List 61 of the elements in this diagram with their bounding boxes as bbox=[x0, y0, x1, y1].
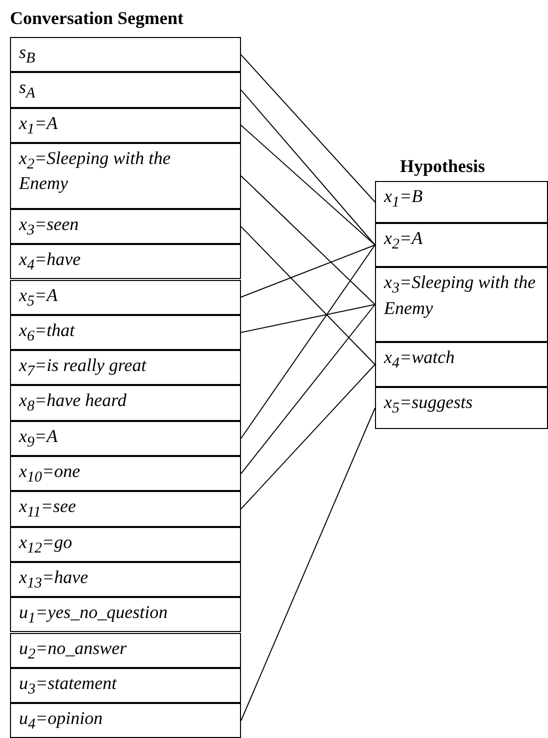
cell-text: x$_{12}$=go bbox=[19, 532, 72, 558]
cell-text: x$_{7}$=is really great bbox=[19, 355, 146, 381]
table-cell bbox=[10, 491, 241, 527]
cell-text: x$_{10}$=one bbox=[19, 461, 80, 487]
connector-line bbox=[240, 244, 376, 298]
connector-line bbox=[240, 54, 376, 202]
cell-text: x$_{3}$=seen bbox=[19, 214, 79, 240]
cell-text: u$_{2}$=no_answer bbox=[19, 638, 127, 664]
table-heading: Hypothesis bbox=[400, 156, 486, 177]
connector-line bbox=[240, 304, 376, 333]
table-cell bbox=[10, 703, 241, 738]
cell-text: x$_{6}$=that bbox=[19, 320, 75, 346]
cell-text: u$_{1}$=yes_no_question bbox=[19, 602, 168, 628]
table-cell bbox=[10, 72, 241, 108]
cell-text: x$_{9}$=A bbox=[19, 426, 58, 452]
table-cell bbox=[10, 456, 241, 492]
connector-line bbox=[240, 364, 376, 510]
connector-line bbox=[240, 175, 376, 305]
table-cell bbox=[10, 420, 241, 456]
connector-line bbox=[240, 304, 376, 474]
connector-line bbox=[240, 124, 376, 246]
table-cell bbox=[10, 280, 241, 315]
connector-line bbox=[240, 244, 376, 439]
table-cell bbox=[375, 342, 548, 387]
table-cell bbox=[10, 314, 241, 350]
cell-text: x$_{1}$=A bbox=[19, 112, 58, 138]
table-cell bbox=[10, 597, 241, 632]
cell-text: x$_{2}$=Sleeping with the Enemy bbox=[19, 148, 172, 196]
cell-text: x$_{4}$=watch bbox=[384, 347, 455, 373]
connector-line bbox=[240, 226, 376, 365]
table-cell bbox=[10, 385, 241, 421]
cell-text: u$_{4}$=opinion bbox=[19, 708, 103, 734]
table-cell bbox=[10, 37, 241, 72]
table-cell bbox=[375, 223, 548, 267]
table-cell bbox=[10, 142, 241, 209]
cell-text: x$_{13}$=have bbox=[19, 566, 88, 592]
table-cell bbox=[375, 181, 548, 223]
cell-text: x$_{2}$=A bbox=[384, 228, 423, 254]
table-heading: Conversation Segment bbox=[10, 8, 184, 29]
table-cell bbox=[10, 244, 241, 280]
table-cell bbox=[10, 208, 241, 244]
cell-text: x$_{1}$=B bbox=[384, 186, 423, 212]
connector-line bbox=[240, 89, 376, 246]
cell-text: x$_{5}$=suggests bbox=[384, 392, 473, 418]
table-cell bbox=[10, 108, 241, 143]
table-cell bbox=[375, 267, 548, 342]
table-cell bbox=[10, 350, 241, 386]
cell-text: u$_{3}$=statement bbox=[19, 672, 117, 698]
cell-text: s$_{B}$ bbox=[19, 42, 36, 68]
connector-line bbox=[240, 408, 376, 722]
table-cell bbox=[375, 387, 548, 429]
cell-text: s$_{A}$ bbox=[19, 77, 36, 103]
cell-text: x$_{8}$=have heard bbox=[19, 390, 126, 416]
cell-text: x$_{5}$=A bbox=[19, 284, 58, 310]
table-cell bbox=[10, 526, 241, 562]
table-cell bbox=[10, 632, 241, 668]
table-cell bbox=[10, 562, 241, 598]
cell-text: x$_{3}$=Sleeping with the Enemy bbox=[384, 272, 537, 320]
cell-text: x$_{11}$=see bbox=[19, 496, 76, 522]
cell-text: x$_{4}$=have bbox=[19, 249, 81, 275]
table-cell bbox=[10, 668, 241, 704]
